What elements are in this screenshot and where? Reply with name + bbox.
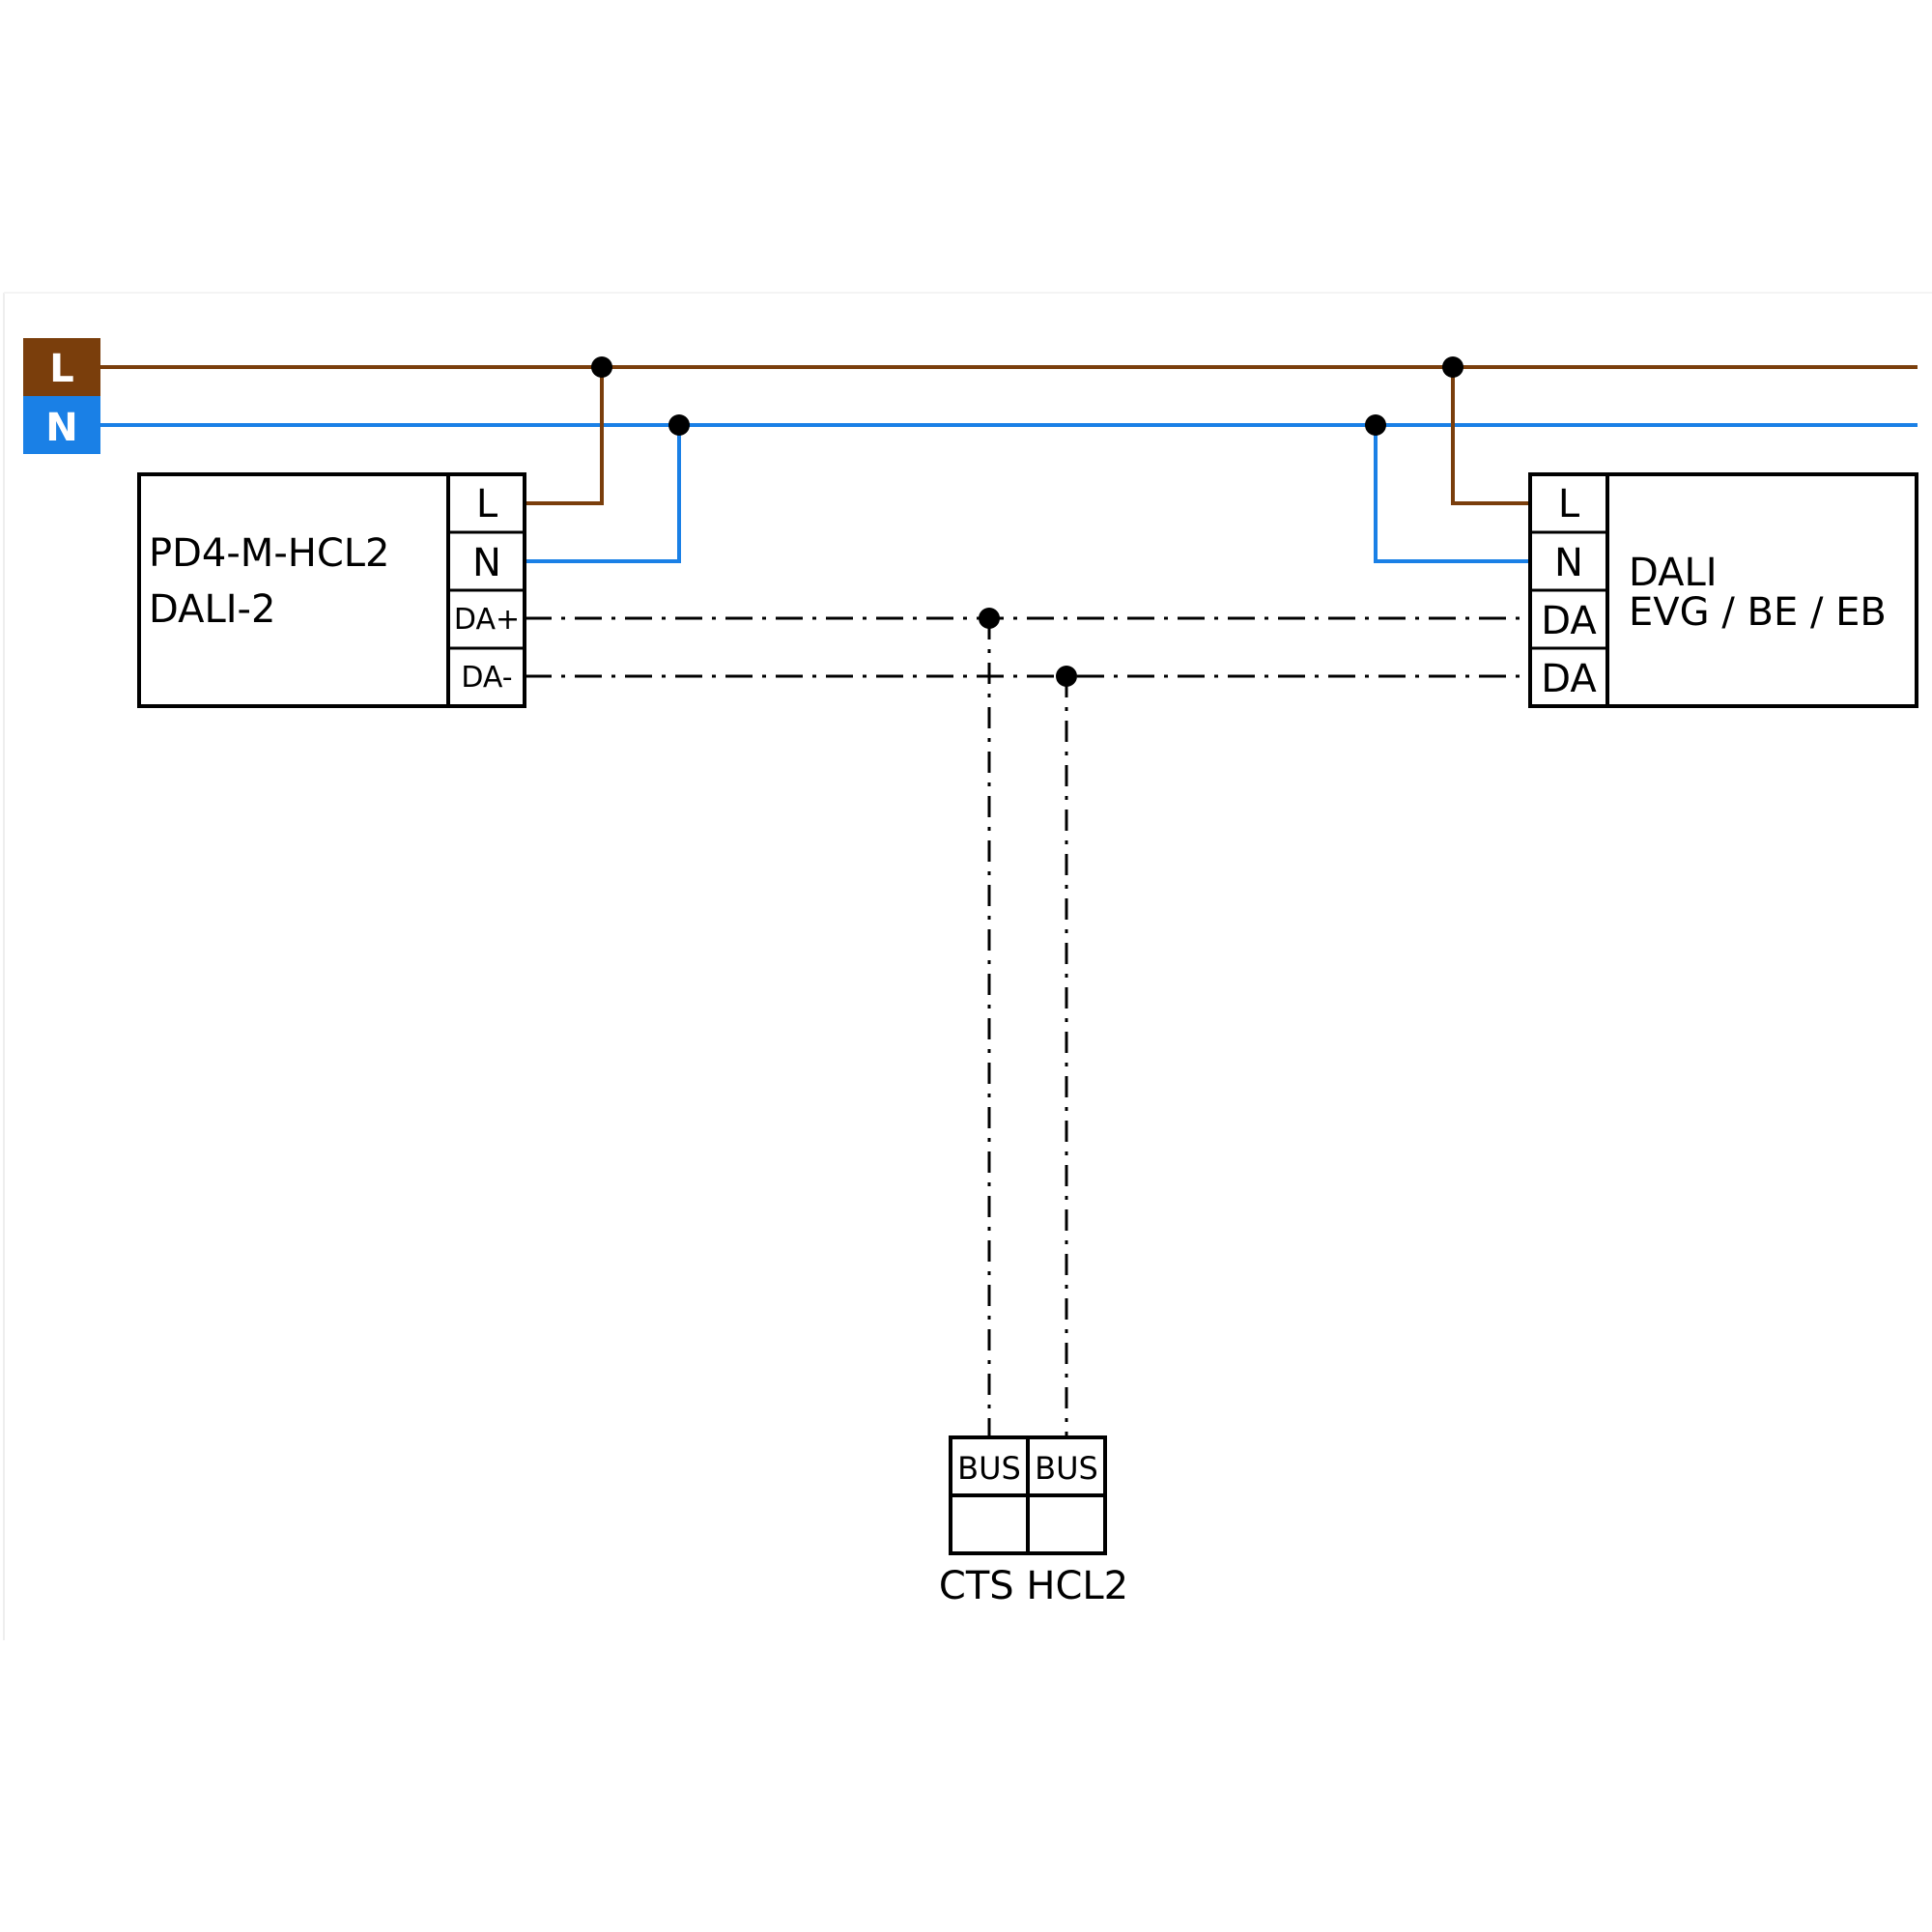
junction-dot <box>979 608 1000 629</box>
right-device-name-line1: DALI <box>1629 551 1718 595</box>
rail-label-n: N <box>45 406 77 450</box>
left-device: PD4-M-HCL2 DALI-2 L N DA+ DA- <box>137 472 526 708</box>
junction-dot <box>668 414 690 436</box>
right-terminal-l: L <box>1558 482 1580 526</box>
sensor-terminal-bus-1: BUS <box>957 1450 1021 1487</box>
right-device-l-wire <box>1451 367 1530 505</box>
rail-label-n-badge <box>23 396 100 454</box>
sensor-device: BUS BUS CTS HCL2 <box>939 1435 1128 1608</box>
left-terminal-da-minus: DA- <box>461 661 512 695</box>
right-terminal-n: N <box>1554 541 1583 585</box>
junction-dot <box>1056 666 1077 687</box>
right-terminal-da-2: DA <box>1541 657 1597 701</box>
rail-label-l-badge <box>23 338 100 396</box>
junction-dot <box>1365 414 1386 436</box>
right-device-n-wire <box>1374 425 1530 563</box>
sensor-terminal-bus-2: BUS <box>1035 1450 1098 1487</box>
left-device-l-wire <box>525 367 604 505</box>
sensor-name: CTS HCL2 <box>939 1564 1128 1608</box>
right-terminal-da-1: DA <box>1541 599 1597 643</box>
rail-label-l: L <box>49 347 74 391</box>
right-device: DALI EVG / BE / EB L N DA DA <box>1528 472 1918 708</box>
right-device-name-line2: EVG / BE / EB <box>1629 590 1887 635</box>
left-terminal-n: N <box>472 541 501 585</box>
junction-dot <box>591 356 612 378</box>
left-device-n-wire <box>525 425 681 563</box>
left-terminal-da-plus: DA+ <box>454 603 520 637</box>
left-device-name-line1: PD4-M-HCL2 <box>149 531 390 576</box>
left-terminal-l: L <box>476 482 498 526</box>
left-device-name-line2: DALI-2 <box>149 587 275 632</box>
junction-dot <box>1442 356 1463 378</box>
